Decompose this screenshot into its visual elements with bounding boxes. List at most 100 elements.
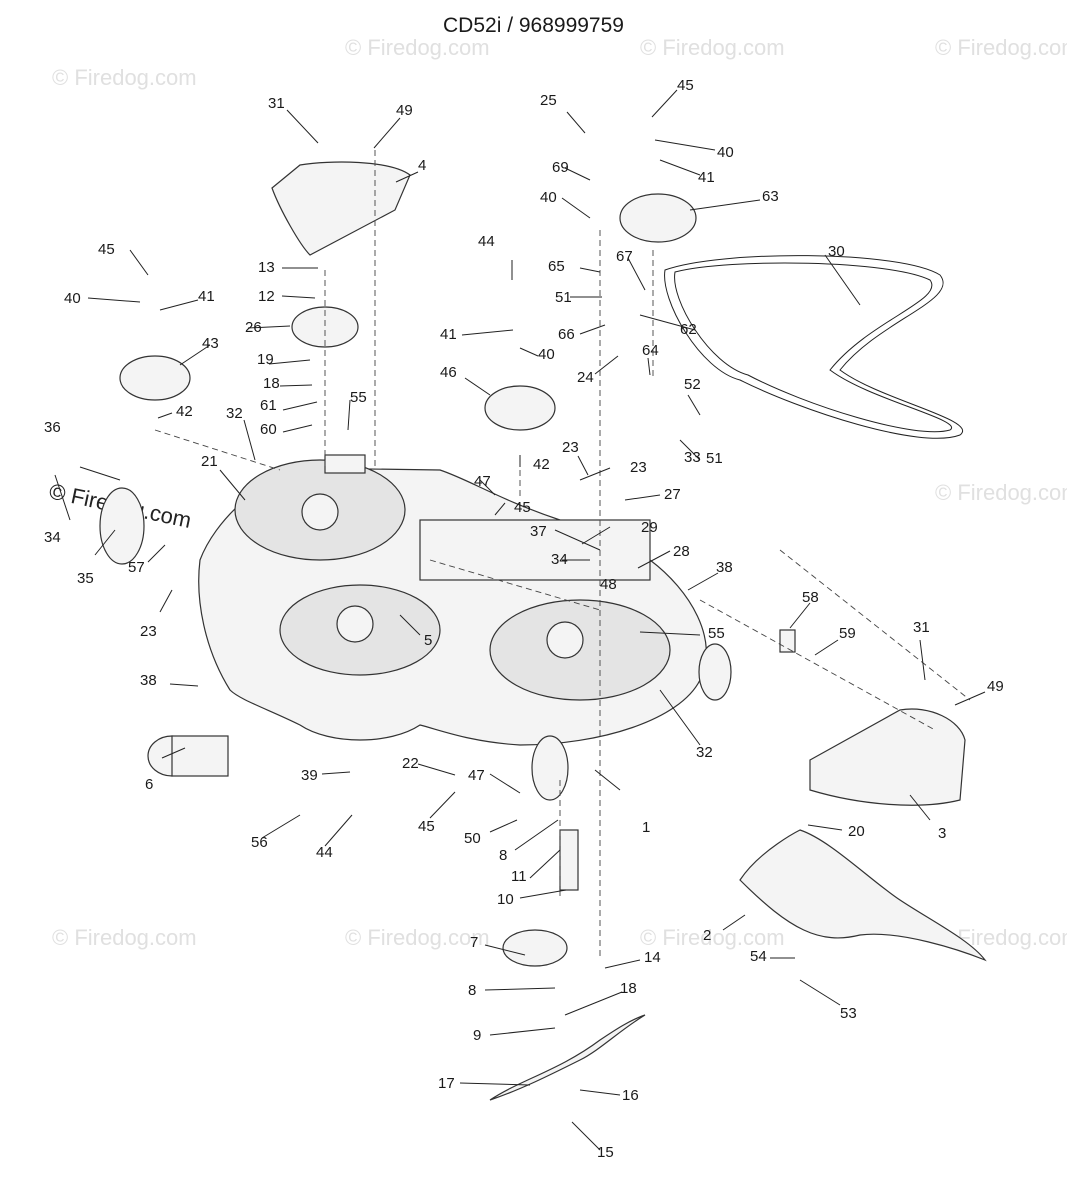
part-label: 41 — [698, 169, 715, 186]
part-label: 61 — [260, 397, 277, 414]
part-label: 59 — [839, 625, 856, 642]
right-belt-cover — [809, 708, 966, 806]
part-label: 40 — [64, 290, 81, 307]
part-label: 12 — [258, 288, 275, 305]
part-label: 47 — [468, 767, 485, 784]
part-label: 24 — [577, 369, 594, 386]
part-label: 62 — [680, 321, 697, 338]
part-label: 30 — [828, 243, 845, 260]
part-label: 42 — [176, 403, 193, 420]
part-label: 67 — [616, 248, 633, 265]
part-label: 38 — [140, 672, 157, 689]
part-label: 53 — [840, 1005, 857, 1022]
part-label: 19 — [257, 351, 274, 368]
part-label: 49 — [396, 102, 413, 119]
watermark-text: © Firedog.com — [640, 925, 785, 950]
part-label: 65 — [548, 258, 565, 275]
part-label: 15 — [597, 1144, 614, 1161]
mower-deck — [99, 454, 732, 801]
pulleys — [119, 193, 697, 967]
watermark-text: © Firedog.com — [345, 35, 490, 60]
left-belt-cover — [271, 161, 411, 256]
part-label: 49 — [987, 678, 1004, 695]
part-label: 33 — [684, 449, 701, 466]
part-label: 46 — [440, 364, 457, 381]
part-label: 35 — [77, 570, 94, 587]
part-label: 23 — [562, 439, 579, 456]
part-label: 56 — [251, 834, 268, 851]
part-label: 40 — [538, 346, 555, 363]
part-label: 45 — [98, 241, 115, 258]
part-label: 20 — [848, 823, 865, 840]
part-label: 9 — [473, 1027, 481, 1044]
watermark-text: © Firedog.com — [52, 65, 197, 90]
part-label: 28 — [673, 543, 690, 560]
blade — [489, 1014, 646, 1101]
part-label: 7 — [470, 934, 478, 951]
part-label: 4 — [418, 157, 426, 174]
part-label: 69 — [552, 159, 569, 176]
part-label: 25 — [540, 92, 557, 109]
assembly-lines — [154, 150, 971, 960]
part-label: 45 — [677, 77, 694, 94]
part-label: 64 — [642, 342, 659, 359]
part-label: 6 — [145, 776, 153, 793]
part-label: 51 — [555, 289, 572, 306]
part-label: 39 — [301, 767, 318, 784]
part-label: 32 — [226, 405, 243, 422]
part-label: 52 — [684, 376, 701, 393]
part-label: 22 — [402, 755, 419, 772]
part-label: 23 — [630, 459, 647, 476]
part-label: 54 — [750, 948, 767, 965]
part-label: 41 — [440, 326, 457, 343]
part-label: 63 — [762, 188, 779, 205]
part-label: 37 — [530, 523, 547, 540]
spindle-shaft — [559, 829, 579, 891]
part-label: 36 — [44, 419, 61, 436]
part-label: 42 — [533, 456, 550, 473]
watermark-text: © Firedog.com — [935, 35, 1067, 60]
part-label: 66 — [558, 326, 575, 343]
part-label: 40 — [540, 189, 557, 206]
part-label: 17 — [438, 1075, 455, 1092]
part-label: 48 — [600, 576, 617, 593]
baffle — [739, 829, 987, 962]
part-label: 32 — [696, 744, 713, 761]
part-label: 29 — [641, 519, 658, 536]
part-label: 10 — [497, 891, 514, 908]
part-label: 1 — [642, 819, 650, 836]
part-label: 11 — [511, 868, 527, 885]
watermark-text: © Firedog.com — [52, 925, 197, 950]
part-label: 55 — [350, 389, 367, 406]
part-label: 14 — [644, 949, 661, 966]
part-label: 5 — [424, 632, 432, 649]
leader-lines — [54, 89, 986, 1151]
part-label: 34 — [551, 551, 568, 568]
part-label: 13 — [258, 259, 275, 276]
part-label: 27 — [664, 486, 681, 503]
part-label: 50 — [464, 830, 481, 847]
part-label: 21 — [201, 453, 218, 470]
part-label: 16 — [622, 1087, 639, 1104]
part-label: 47 — [474, 473, 491, 490]
part-label: 2 — [703, 927, 711, 944]
roller-body — [171, 735, 229, 777]
part-labels: 31 49 4 45 40 41 63 25 69 40 44 65 51 67… — [44, 77, 1004, 1161]
part-label: 18 — [620, 980, 637, 997]
drive-belt-inner — [674, 262, 953, 433]
part-label: 34 — [44, 529, 61, 546]
part-label: 60 — [260, 421, 277, 438]
watermark-text: © Firedog.com — [640, 35, 785, 60]
part-label: 43 — [202, 335, 219, 352]
watermark-text: © Firedog.com — [935, 480, 1067, 505]
part-label: 55 — [708, 625, 725, 642]
part-label: 51 — [706, 450, 723, 467]
part-label: 8 — [468, 982, 476, 999]
part-label: 45 — [418, 818, 435, 835]
watermark-text: © Firedog.com — [345, 925, 490, 950]
diagram-title: CD52i / 968999759 — [443, 14, 624, 37]
part-label: 57 — [128, 559, 145, 576]
drive-belt — [664, 255, 964, 439]
part-label: 58 — [802, 589, 819, 606]
